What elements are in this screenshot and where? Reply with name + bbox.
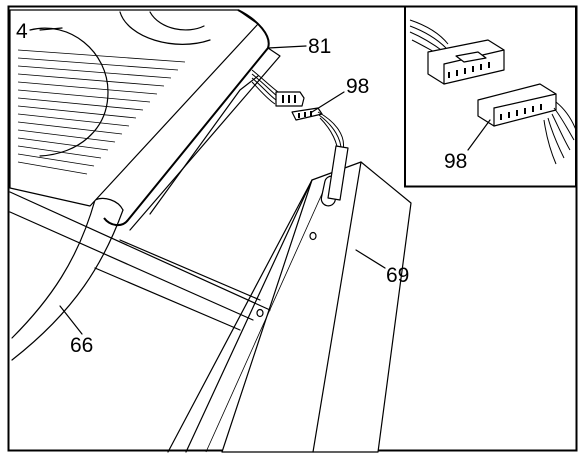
- console-vents: [17, 49, 186, 175]
- console-4: [9, 9, 281, 231]
- upright-69: [167, 161, 412, 453]
- leader-lines: [39, 27, 386, 335]
- inset-detail: [404, 5, 577, 188]
- callout-81: 81: [308, 35, 331, 58]
- callout-98: 98: [346, 75, 369, 98]
- callout-69: 69: [386, 264, 409, 287]
- upright-hole-top: [309, 231, 317, 241]
- upright-hole-bottom: [256, 308, 264, 318]
- main-wire-harness: [251, 69, 349, 201]
- frame-bar-66: [9, 191, 271, 361]
- callout-4: 4: [16, 20, 28, 43]
- connector-98: [291, 107, 323, 121]
- callout-inset-98: 98: [444, 150, 467, 173]
- callout-66: 66: [70, 334, 93, 357]
